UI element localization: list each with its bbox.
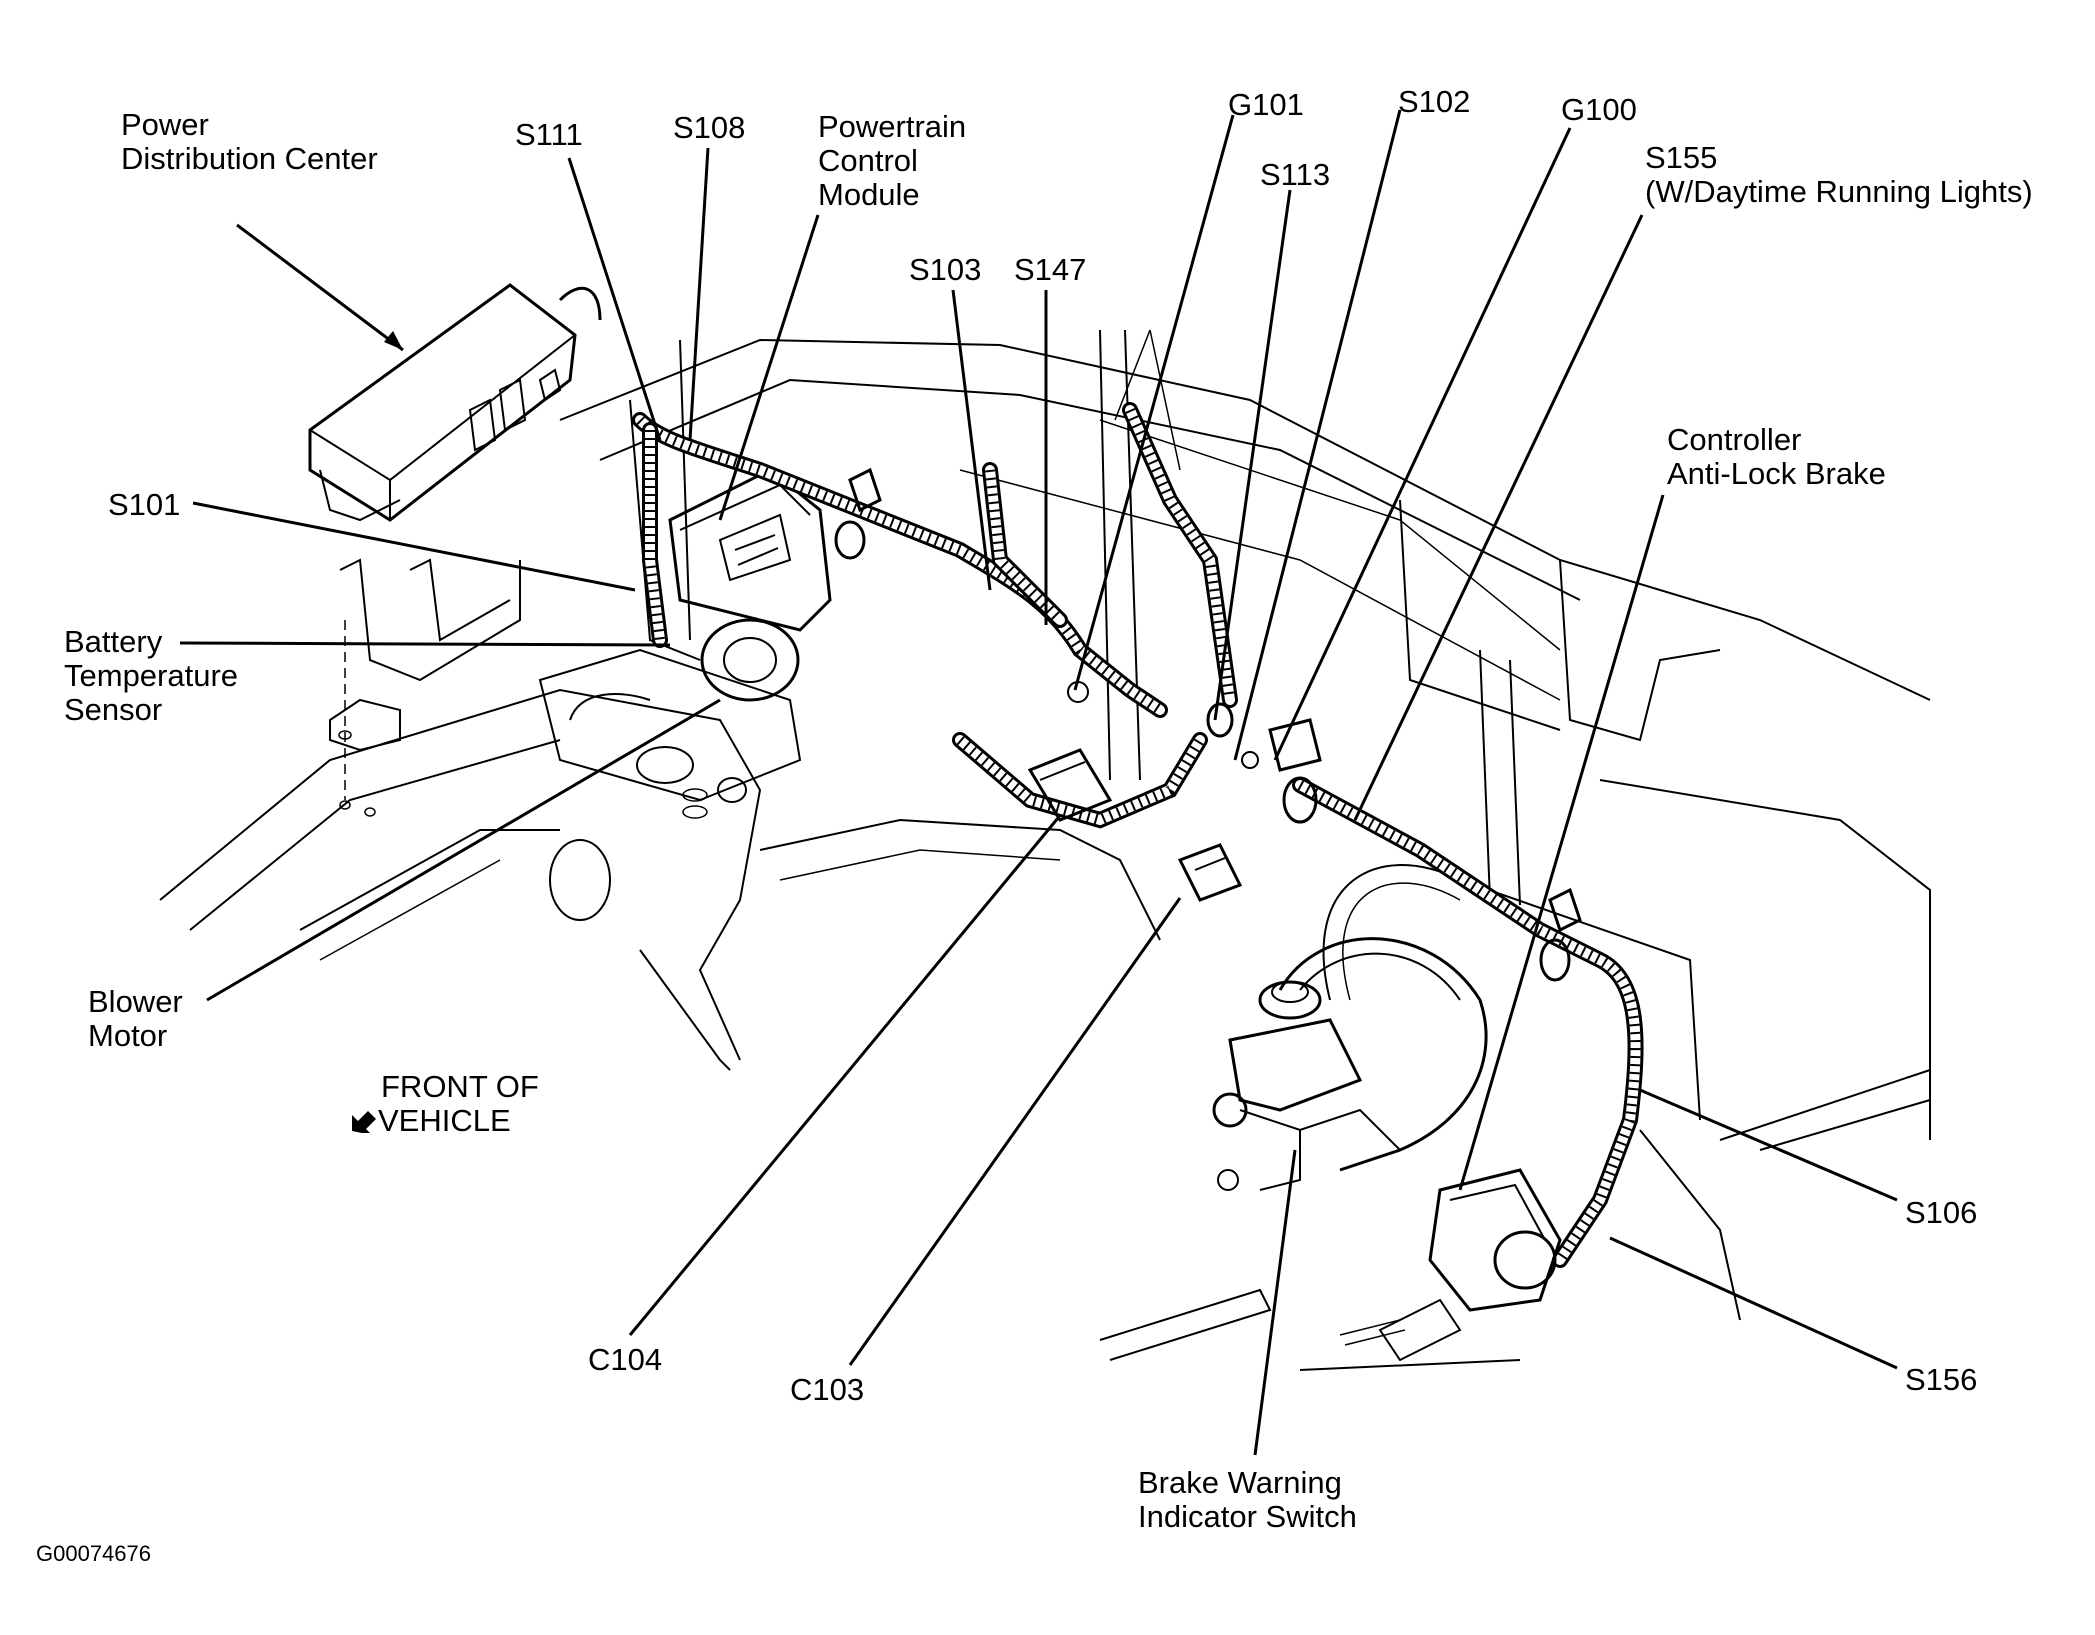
label-line: Powertrain bbox=[818, 109, 967, 144]
label-powertrain-control-module: Powertrain Control Module bbox=[818, 110, 966, 212]
label-line: Controller bbox=[1667, 422, 1802, 457]
connectors-c103-c104 bbox=[1027, 748, 1243, 902]
label-s108: S108 bbox=[673, 110, 746, 145]
label-line: Anti-Lock Brake bbox=[1667, 456, 1886, 491]
label-line: Power bbox=[121, 107, 209, 142]
label-c104: C104 bbox=[588, 1342, 663, 1377]
label-s102: S102 bbox=[1398, 84, 1471, 119]
label-s106: S106 bbox=[1905, 1195, 1978, 1230]
vehicle-label-row: VEHICLE bbox=[350, 1104, 539, 1138]
label-line: Blower bbox=[88, 984, 183, 1019]
label-s113: S113 bbox=[1260, 157, 1331, 192]
blower-motor-component bbox=[538, 618, 802, 921]
figure-id: G00074676 bbox=[36, 1541, 151, 1566]
abs-controller-component bbox=[1339, 1168, 1562, 1362]
label-s101: S101 bbox=[108, 487, 181, 522]
label-line: Control bbox=[818, 143, 918, 178]
label-line: Distribution Center bbox=[121, 141, 378, 176]
label-s155: S155 (W/Daytime Running Lights) bbox=[1645, 141, 2033, 209]
label-power-distribution-center: Power Distribution Center bbox=[121, 108, 378, 176]
label-battery-temperature-sensor: Battery Temperature Sensor bbox=[64, 625, 238, 727]
main-wiring-harness bbox=[632, 402, 1644, 1268]
label-s147: S147 bbox=[1014, 252, 1087, 287]
front-direction-arrow-icon bbox=[352, 1111, 376, 1135]
label-line: Module bbox=[818, 177, 920, 212]
label-s111: S111 bbox=[515, 117, 583, 152]
label-brake-warning-indicator-switch: Brake Warning Indicator Switch bbox=[1138, 1466, 1357, 1534]
label-s103: S103 bbox=[909, 252, 982, 287]
label-line: Sensor bbox=[64, 692, 163, 727]
label-line: S155 bbox=[1645, 140, 1718, 175]
label-line: (W/Daytime Running Lights) bbox=[1645, 174, 2033, 209]
front-of-vehicle-indicator: FRONT OF VEHICLE bbox=[350, 1070, 539, 1138]
power-distribution-center-component bbox=[308, 283, 602, 817]
label-s156: S156 bbox=[1905, 1362, 1978, 1397]
label-c103: C103 bbox=[790, 1372, 865, 1407]
label-g101: G101 bbox=[1228, 87, 1304, 122]
label-g100: G100 bbox=[1561, 92, 1637, 127]
label-line: Indicator Switch bbox=[1138, 1499, 1357, 1534]
front-of-label: FRONT OF bbox=[381, 1069, 539, 1104]
label-blower-motor: Blower Motor bbox=[88, 985, 183, 1053]
label-controller-anti-lock-brake: Controller Anti-Lock Brake bbox=[1667, 423, 1886, 491]
vehicle-label: VEHICLE bbox=[378, 1103, 511, 1138]
brake-booster-master-cylinder bbox=[1212, 937, 1488, 1191]
label-line: Motor bbox=[88, 1018, 168, 1053]
label-line: Battery bbox=[64, 624, 163, 659]
leader-lines bbox=[179, 109, 1898, 1456]
label-line: Temperature bbox=[64, 658, 239, 693]
label-line: Brake Warning bbox=[1138, 1465, 1342, 1500]
